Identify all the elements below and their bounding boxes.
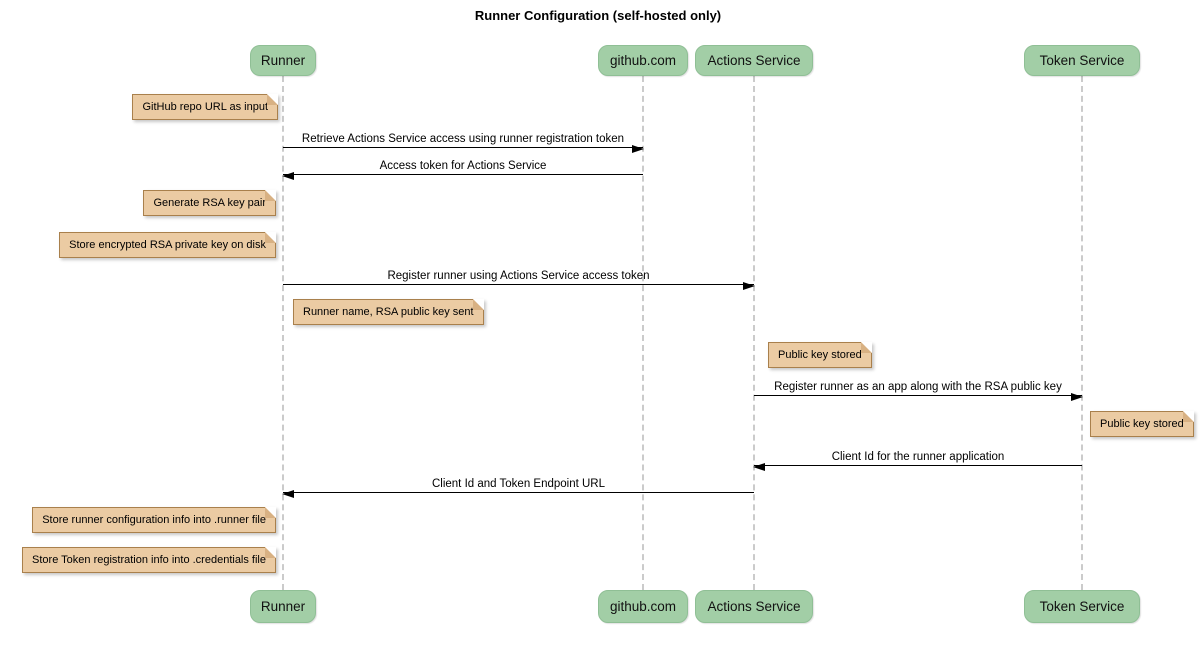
participant-label: Actions Service bbox=[707, 599, 801, 614]
lifeline-runner bbox=[282, 76, 284, 590]
lifeline-github bbox=[642, 76, 644, 590]
participant-github-bottom: github.com bbox=[598, 590, 688, 623]
participant-label: github.com bbox=[609, 53, 677, 68]
arrowhead-left-icon bbox=[753, 463, 765, 471]
participant-runner-top: Runner bbox=[250, 45, 316, 76]
message-token-to-actions: Client Id for the runner application bbox=[753, 448, 1082, 471]
participant-label: Runner bbox=[260, 53, 306, 68]
participant-label: Actions Service bbox=[707, 53, 801, 68]
arrowhead-right-icon bbox=[632, 145, 644, 153]
participant-actions-service-top: Actions Service bbox=[695, 45, 813, 76]
participant-label: github.com bbox=[609, 599, 677, 614]
note: Store encrypted RSA private key on disk bbox=[59, 232, 276, 258]
message-label: Register runner using Actions Service ac… bbox=[387, 270, 650, 282]
participant-runner-bottom: Runner bbox=[250, 590, 316, 623]
note: GitHub repo URL as input bbox=[132, 94, 278, 120]
message-line bbox=[283, 492, 754, 493]
arrowhead-left-icon bbox=[282, 172, 294, 180]
message-line bbox=[283, 174, 643, 175]
arrowhead-right-icon bbox=[1071, 393, 1083, 401]
lifeline-token-service bbox=[1081, 76, 1083, 590]
message-label: Retrieve Actions Service access using ru… bbox=[301, 133, 625, 145]
message-line bbox=[754, 465, 1082, 466]
message-line bbox=[283, 147, 643, 148]
message-runner-to-github: Retrieve Actions Service access using ru… bbox=[283, 130, 644, 153]
note: Generate RSA key pair bbox=[143, 190, 276, 216]
message-actions-to-token: Register runner as an app along with the… bbox=[754, 378, 1083, 401]
message-runner-to-actions: Register runner using Actions Service ac… bbox=[283, 267, 755, 290]
note: Runner name, RSA public key sent bbox=[293, 299, 484, 325]
participant-label: Token Service bbox=[1039, 599, 1125, 614]
participant-actions-service-bottom: Actions Service bbox=[695, 590, 813, 623]
diagram-title: Runner Configuration (self-hosted only) bbox=[474, 8, 722, 23]
participant-label: Runner bbox=[260, 599, 306, 614]
message-github-to-runner: Access token for Actions Service bbox=[282, 157, 643, 180]
message-label: Register runner as an app along with the… bbox=[774, 381, 1062, 393]
participant-github-top: github.com bbox=[598, 45, 688, 76]
message-actions-to-runner: Client Id and Token Endpoint URL bbox=[282, 475, 754, 498]
message-line bbox=[283, 284, 754, 285]
message-label: Client Id and Token Endpoint URL bbox=[431, 478, 606, 490]
message-label: Client Id for the runner application bbox=[831, 451, 1005, 463]
participant-token-service-bottom: Token Service bbox=[1024, 590, 1140, 623]
arrowhead-right-icon bbox=[743, 282, 755, 290]
message-label: Access token for Actions Service bbox=[379, 160, 547, 172]
participant-label: Token Service bbox=[1039, 53, 1125, 68]
note: Public key stored bbox=[1090, 411, 1194, 437]
message-line bbox=[754, 395, 1082, 396]
participant-token-service-top: Token Service bbox=[1024, 45, 1140, 76]
note: Public key stored bbox=[768, 342, 872, 368]
note: Store runner configuration info into .ru… bbox=[32, 507, 276, 533]
lifeline-actions-service bbox=[753, 76, 755, 590]
arrowhead-left-icon bbox=[282, 490, 294, 498]
note: Store Token registration info into .cred… bbox=[22, 547, 276, 573]
